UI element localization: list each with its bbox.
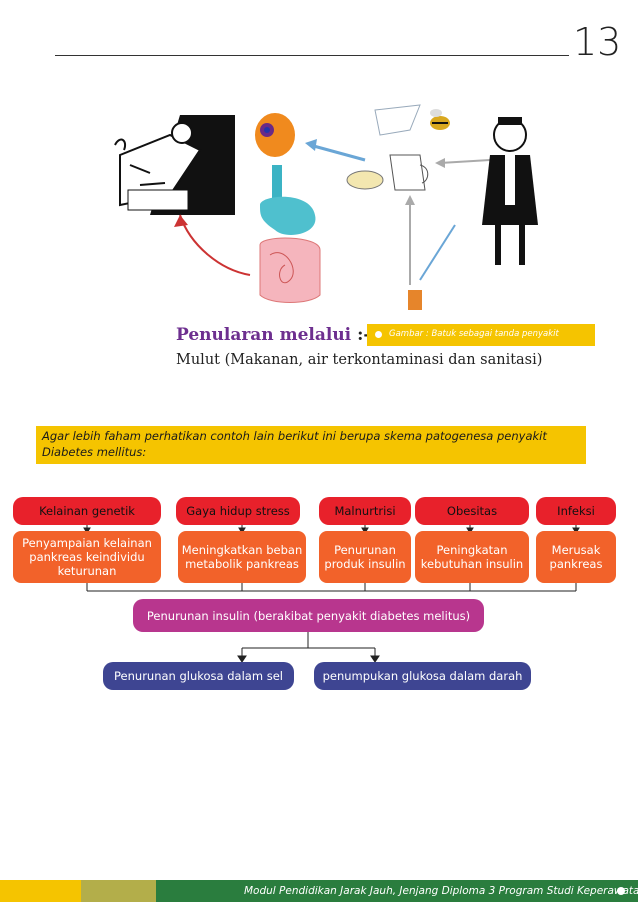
caption-text: Gambar : Batuk sebagai tanda penyakit — [389, 329, 559, 339]
footer-strip-yellow — [0, 880, 81, 902]
figure-subline: Mulut (Makanan, air terkontaminasi dan s… — [176, 352, 543, 368]
cause-malnutrition: Malnurtrisi — [319, 497, 411, 525]
transmission-illustration — [110, 104, 538, 310]
digestive-tract-image — [259, 165, 321, 303]
head-image — [255, 113, 295, 157]
footer-strip-olive — [81, 880, 156, 902]
caption-bullet-icon — [375, 331, 382, 338]
man-image — [482, 117, 538, 265]
result-glucose-blood: penumpukan glukosa dalam darah — [314, 662, 531, 690]
effect-genetic: Penyampaian kelainan pankreas keindividu… — [13, 531, 161, 583]
effect-stress: Meningkatkan beban metabolik pankreas — [178, 531, 306, 583]
footer-bullet-icon — [617, 887, 625, 895]
footer-strip-green — [156, 880, 232, 902]
cause-infection: Infeksi — [536, 497, 616, 525]
effect-infection: Merusak pankreas — [536, 531, 616, 583]
fly-image — [430, 109, 450, 130]
figure-caption: Gambar : Batuk sebagai tanda penyakit — [367, 324, 595, 346]
sick-person-image — [110, 115, 235, 215]
page-number: 13 — [573, 20, 622, 64]
footer-text: Modul Pendidikan Jarak Jauh, Jenjang Dip… — [232, 880, 638, 902]
hand-image — [408, 290, 422, 310]
cause-stress: Gaya hidup stress — [176, 497, 300, 525]
header-rule — [55, 55, 569, 56]
note-box: Agar lebih faham perhatikan contoh lain … — [36, 426, 586, 464]
result-glucose-cell: Penurunan glukosa dalam sel — [103, 662, 294, 690]
food-drink-image — [346, 104, 429, 191]
cause-obesity: Obesitas — [415, 497, 529, 525]
effect-malnutrition: Penurunan produk insulin — [319, 531, 411, 583]
figure-heading-text: Penularan melalui — [176, 325, 352, 345]
insulin-decrease-box: Penurunan insulin (berakibat penyakit di… — [133, 599, 484, 632]
effect-obesity: Peningkatan kebutuhan insulin — [415, 531, 529, 583]
cause-genetic: Kelainan genetik — [13, 497, 161, 525]
